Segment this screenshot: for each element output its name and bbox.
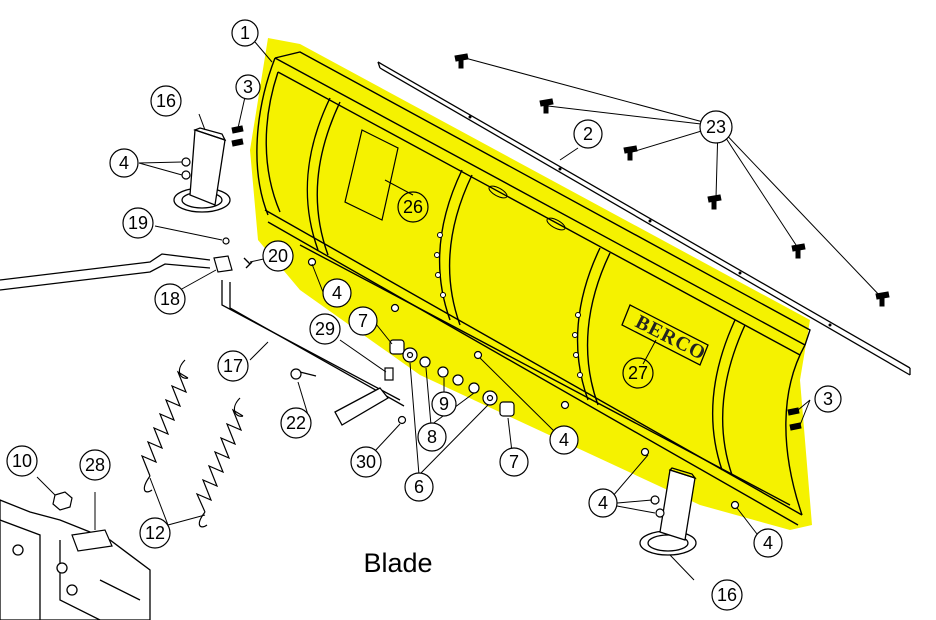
nut-30 xyxy=(397,415,407,425)
pin-22 xyxy=(290,368,302,380)
cutting-edge xyxy=(377,61,911,376)
svg-text:6: 6 xyxy=(414,477,424,497)
svg-text:4: 4 xyxy=(119,153,129,173)
lift-block-18 xyxy=(213,255,233,273)
diagram-caption: Blade xyxy=(363,548,432,578)
callouts: 1 2 3 3 4 4 4 4 4 6 6 7 7 8 8 9 xyxy=(6,19,842,611)
rib-holes xyxy=(434,232,583,378)
bolt-29 xyxy=(384,367,394,381)
callout-4b: 4 xyxy=(322,278,352,308)
callout-19: 19 xyxy=(122,207,154,239)
callout-28: 28 xyxy=(79,449,111,481)
svg-text:12: 12 xyxy=(145,523,165,543)
svg-text:16: 16 xyxy=(156,91,176,111)
bolts-3 xyxy=(231,125,802,431)
callout-27: 27 xyxy=(622,357,654,389)
springs-12 xyxy=(140,359,244,528)
bushings-washers xyxy=(389,339,515,417)
nut-9b xyxy=(452,374,464,386)
svg-text:17: 17 xyxy=(223,356,243,376)
svg-text:19: 19 xyxy=(128,213,148,233)
svg-text:22: 22 xyxy=(286,413,306,433)
svg-text:26: 26 xyxy=(403,197,423,217)
callout-2: 2 xyxy=(573,119,603,149)
callout-30: 30 xyxy=(350,446,382,478)
svg-text:16: 16 xyxy=(717,585,737,605)
svg-text:27: 27 xyxy=(628,363,648,383)
svg-text:30: 30 xyxy=(356,452,376,472)
washer-8b xyxy=(468,382,480,394)
callout-7a: 7 xyxy=(348,306,378,336)
decal-28 xyxy=(71,529,113,552)
svg-text:4: 4 xyxy=(559,430,569,450)
svg-text:9: 9 xyxy=(439,394,449,414)
callout-17: 17 xyxy=(217,350,249,382)
callout-18: 18 xyxy=(154,283,186,315)
svg-text:23: 23 xyxy=(706,117,726,137)
callout-4c: 4 xyxy=(549,425,579,455)
callout-12: 12 xyxy=(139,517,171,549)
callout-3b: 3 xyxy=(814,385,842,413)
a-frame xyxy=(0,499,151,620)
svg-text:10: 10 xyxy=(12,451,32,471)
bushing-7b xyxy=(499,401,515,417)
callout-4e: 4 xyxy=(753,528,783,558)
svg-text:7: 7 xyxy=(358,311,368,331)
callout-9: 9 xyxy=(431,391,457,417)
callout-16a: 16 xyxy=(150,85,182,117)
svg-text:1: 1 xyxy=(240,23,250,43)
callout-3a: 3 xyxy=(235,74,261,100)
pin-20 xyxy=(243,257,253,269)
callout-29: 29 xyxy=(309,313,341,345)
washer-8a xyxy=(419,356,431,368)
cutting-edge-holes xyxy=(468,115,832,327)
callout-4a: 4 xyxy=(109,148,139,178)
small-hardware xyxy=(290,367,407,425)
callout-1: 1 xyxy=(231,19,259,47)
svg-text:4: 4 xyxy=(598,493,608,513)
carriage-bolts-23 xyxy=(454,53,890,307)
callout-6a: 6 xyxy=(404,472,434,502)
svg-text:29: 29 xyxy=(315,319,335,339)
blade-moldboard xyxy=(256,51,811,526)
blade-highlight xyxy=(250,38,812,530)
svg-text:8: 8 xyxy=(427,427,437,447)
svg-text:3: 3 xyxy=(243,77,253,97)
skid-shoe-right xyxy=(639,467,697,556)
svg-text:3: 3 xyxy=(823,389,833,409)
svg-text:2: 2 xyxy=(583,124,593,144)
callout-20: 20 xyxy=(262,240,294,272)
callout-10: 10 xyxy=(6,445,38,477)
callout-8a: 8 xyxy=(417,422,447,452)
svg-text:18: 18 xyxy=(160,289,180,309)
callout-26: 26 xyxy=(397,191,429,223)
flange-logos xyxy=(488,185,566,231)
washer-19 xyxy=(222,237,230,245)
push-rod-17 xyxy=(221,280,405,426)
skid-shoe-left xyxy=(173,127,231,213)
decal-26 xyxy=(344,129,399,221)
bushing-7a xyxy=(389,339,405,355)
callout-4d: 4 xyxy=(588,488,618,518)
callout-16b: 16 xyxy=(711,579,743,611)
callout-22: 22 xyxy=(280,407,312,439)
callout-7b: 7 xyxy=(499,447,529,477)
svg-text:20: 20 xyxy=(268,246,288,266)
svg-text:7: 7 xyxy=(509,452,519,472)
svg-text:28: 28 xyxy=(85,455,105,475)
lift-chain-rod xyxy=(0,253,211,291)
callout-23: 23 xyxy=(699,110,733,144)
svg-text:4: 4 xyxy=(332,283,342,303)
svg-text:4: 4 xyxy=(763,533,773,553)
nut-10 xyxy=(52,491,73,511)
nut-9a xyxy=(437,366,449,378)
